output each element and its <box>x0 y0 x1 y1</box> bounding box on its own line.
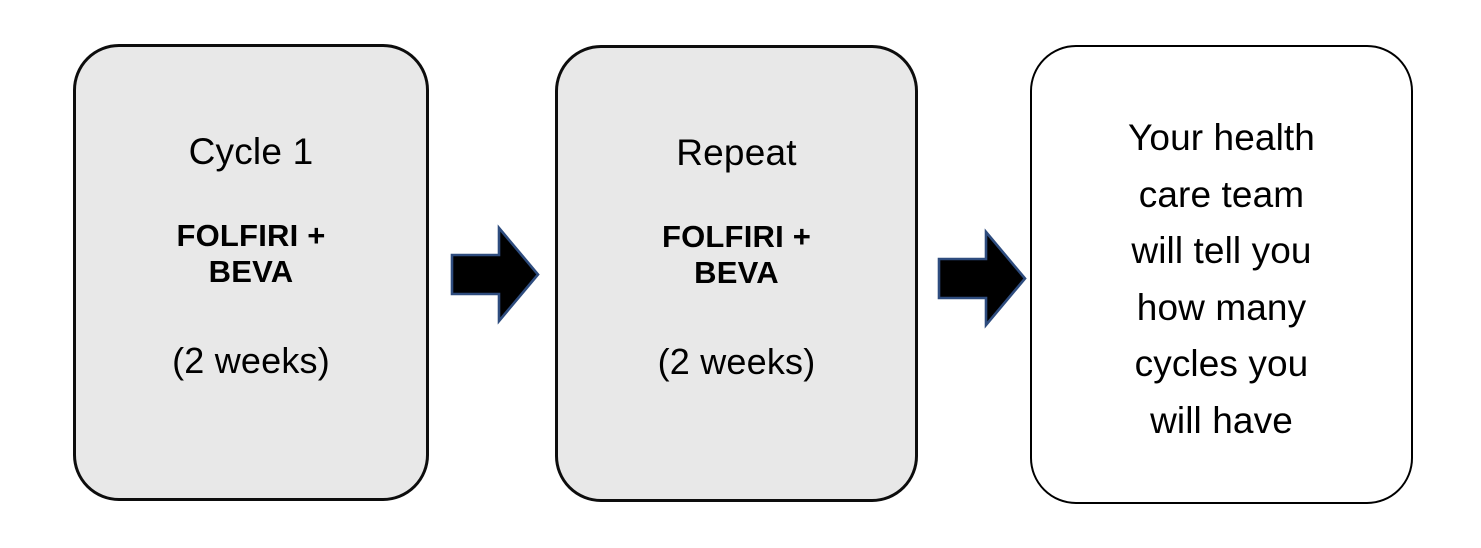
flow-step-repeat: Repeat FOLFIRI + BEVA (2 weeks) <box>555 45 918 502</box>
step-heading: Cycle 1 <box>188 131 314 172</box>
step-heading: Repeat <box>676 132 797 173</box>
flow-step-cycle-1: Cycle 1 FOLFIRI + BEVA (2 weeks) <box>73 44 429 501</box>
right-block-arrow-icon <box>450 224 540 325</box>
step-duration: (2 weeks) <box>657 340 816 382</box>
flow-step-care-team-note: Your health care team will tell you how … <box>1030 45 1413 504</box>
step-regimen: FOLFIRI + BEVA <box>176 217 326 289</box>
step-duration: (2 weeks) <box>172 339 330 381</box>
right-block-arrow-icon <box>937 228 1027 329</box>
step-regimen: FOLFIRI + BEVA <box>661 218 812 290</box>
step-note-text: Your health care team will tell you how … <box>1128 117 1315 441</box>
